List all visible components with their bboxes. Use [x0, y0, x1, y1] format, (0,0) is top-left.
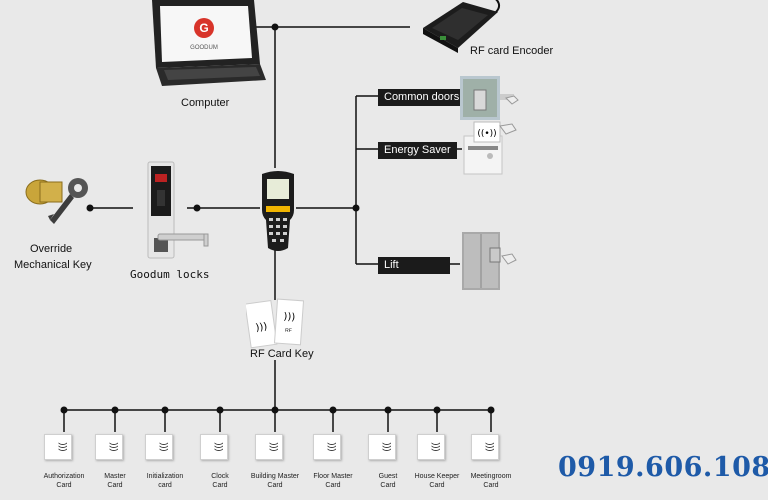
bus-node-dot — [111, 406, 119, 414]
card-6-icon: ))) — [368, 434, 396, 460]
laptop-brand: GOODUM — [190, 45, 218, 51]
bus-node-dot — [487, 406, 495, 414]
card-7-icon: ))) — [417, 434, 445, 460]
rfid-wave-icon: ))) — [382, 442, 393, 452]
svg-text:))): ))) — [255, 321, 268, 334]
rfid-wave-icon: ))) — [159, 442, 170, 452]
goodum-locks-label: Goodum locks — [130, 268, 210, 281]
svg-text:((•)): ((•)) — [477, 129, 496, 139]
rfid-wave-icon: ))) — [327, 442, 338, 452]
card-5-icon: ))) — [313, 434, 341, 460]
bus-node-dot — [384, 406, 392, 414]
energy-saver-switch-icon: ((•)) — [462, 120, 518, 176]
lift-panel-icon — [462, 232, 520, 292]
rf-card-key-icon: ))) ))) RF — [244, 298, 306, 350]
rfid-wave-icon: ))) — [58, 442, 69, 452]
rfid-wave-icon: ))) — [431, 442, 442, 452]
svg-text:))): ))) — [283, 312, 296, 324]
bus-node-dot — [60, 406, 68, 414]
rf-encoder-device-icon — [418, 0, 503, 55]
svg-text:G: G — [199, 21, 208, 35]
handheld-terminal-icon — [258, 170, 298, 252]
bus-node-dot — [271, 406, 279, 414]
common-door-lock-icon — [460, 76, 520, 120]
card-8-icon: ))) — [471, 434, 499, 460]
bus-node-dot — [329, 406, 337, 414]
rfid-wave-icon: ))) — [269, 442, 280, 452]
bus-node-dot — [433, 406, 441, 414]
computer-laptop-icon: G GOODUM — [142, 0, 267, 90]
mechanical-key-icon — [22, 170, 98, 230]
lift-label: Lift — [378, 257, 450, 274]
computer-label: Computer — [181, 97, 230, 109]
bus-node-dot — [161, 406, 169, 414]
rfid-wave-icon: ))) — [109, 442, 120, 452]
card-4-icon: ))) — [255, 434, 283, 460]
card-0-icon: ))) — [44, 434, 72, 460]
rf-card-key-label: RF Card Key — [250, 348, 314, 360]
svg-text:RF: RF — [285, 328, 292, 334]
door-lock-icon — [140, 160, 215, 260]
energy-saver-label: Energy Saver — [378, 142, 457, 159]
rf-encoder-label: RF card Encoder — [470, 45, 554, 57]
phone-number: 0919.606.108 — [558, 452, 768, 483]
card-2-icon: ))) — [145, 434, 173, 460]
bus-node-dot — [216, 406, 224, 414]
override-label-line1: Override — [30, 243, 73, 255]
rfid-wave-icon: ))) — [485, 442, 496, 452]
card-1-icon: ))) — [95, 434, 123, 460]
override-label-line2: Mechanical Key — [14, 259, 92, 271]
common-doors-label: Common doors — [378, 89, 466, 106]
card-3-icon: ))) — [200, 434, 228, 460]
rfid-wave-icon: ))) — [214, 442, 225, 452]
